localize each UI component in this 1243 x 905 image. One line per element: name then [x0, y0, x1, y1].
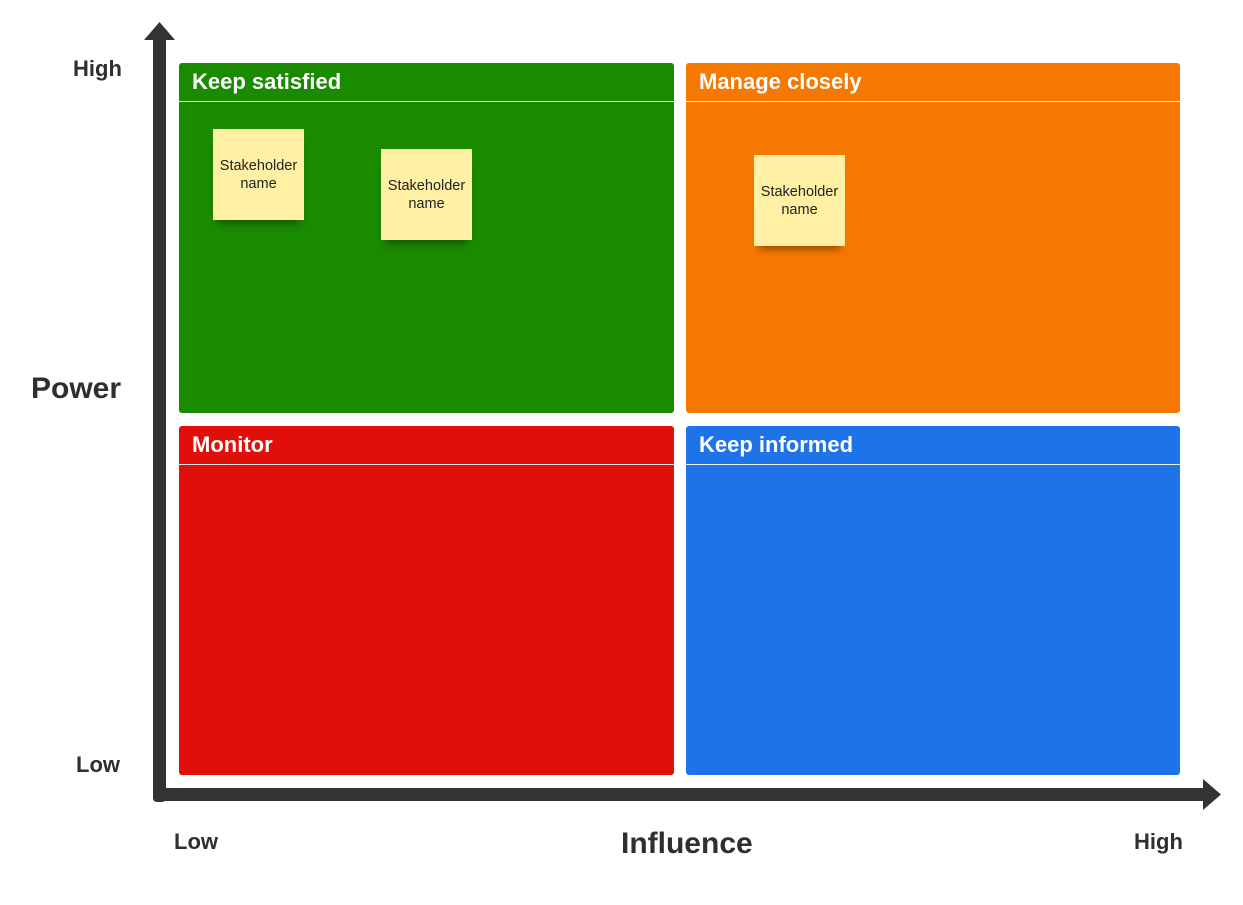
x-axis-low-label: Low	[174, 829, 218, 854]
y-axis-arrowhead	[144, 22, 175, 40]
sticky-note[interactable]: Stakeholder name	[381, 149, 472, 240]
sticky-note[interactable]: Stakeholder name	[213, 129, 304, 220]
quadrant-title: Manage closely	[686, 63, 1180, 102]
x-axis-high-label: High	[1134, 829, 1183, 854]
quadrant-keep-informed[interactable]: Keep informed	[686, 426, 1180, 775]
y-axis-line	[153, 36, 166, 802]
quadrant-title: Keep informed	[686, 426, 1180, 465]
sticky-note-text: Stakeholder name	[760, 183, 839, 218]
sticky-note[interactable]: Stakeholder name	[754, 155, 845, 246]
sticky-note-text: Stakeholder name	[387, 177, 466, 212]
y-axis-high-label: High	[73, 56, 122, 81]
x-axis-title: Influence	[621, 827, 753, 860]
x-axis-arrowhead	[1203, 779, 1221, 810]
sticky-note-text: Stakeholder name	[219, 157, 298, 192]
y-axis-title: Power	[31, 372, 122, 405]
y-axis-low-label: Low	[76, 752, 120, 777]
x-axis-line	[153, 788, 1207, 801]
quadrant-title: Keep satisfied	[179, 63, 674, 102]
quadrant-title: Monitor	[179, 426, 674, 465]
quadrant-monitor[interactable]: Monitor	[179, 426, 674, 775]
